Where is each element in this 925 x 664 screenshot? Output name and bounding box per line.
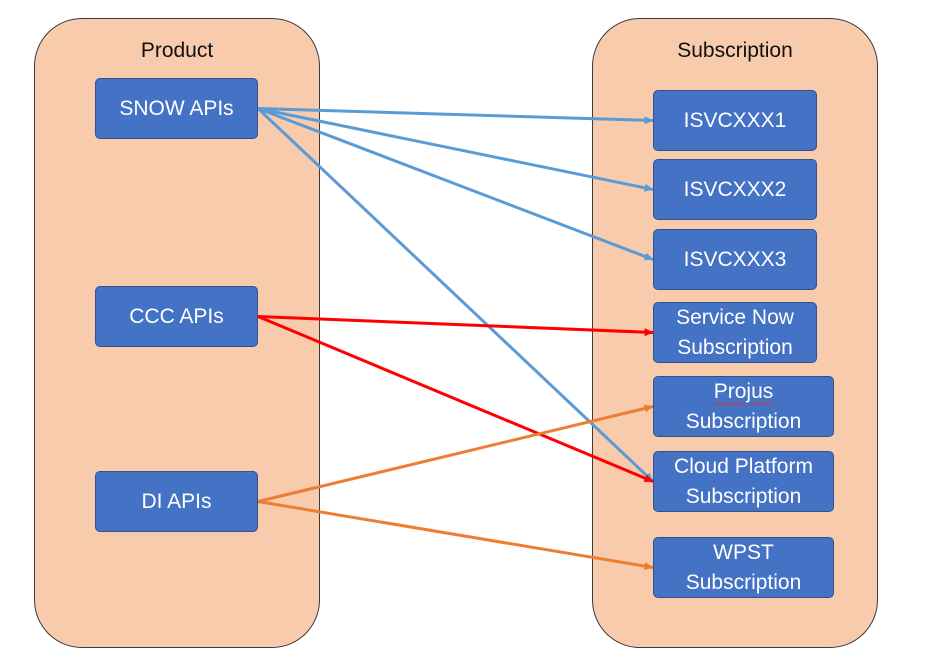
subscription-box-label: ISVCXXX2 xyxy=(683,177,787,201)
subscription-box-cloud-platform: Cloud Platform Subscription xyxy=(653,451,834,512)
subscription-box-isvcxxx3: ISVCXXX3 xyxy=(653,229,817,290)
subscription-box-label-line1: WPST xyxy=(713,541,774,565)
subscription-box-label-line2: Subscription xyxy=(685,570,802,594)
subscription-box-label-line1: Cloud Platform xyxy=(674,455,813,479)
subscription-box-projus: Projus Subscription xyxy=(653,376,834,437)
product-box-snow-apis: SNOW APIs xyxy=(95,78,258,139)
product-box-label: DI APIs xyxy=(141,489,212,513)
subscription-box-label: ISVCXXX3 xyxy=(683,247,787,271)
product-panel-title: Product xyxy=(140,39,214,62)
product-box-di-apis: DI APIs xyxy=(95,471,258,532)
product-box-label: SNOW APIs xyxy=(119,96,234,120)
subscription-box-isvcxxx2: ISVCXXX2 xyxy=(653,159,817,220)
subscription-box-label-line2: Subscription xyxy=(677,335,793,359)
subscription-box-label-line2: Subscription xyxy=(685,484,802,508)
subscription-panel-title: Subscription xyxy=(677,39,793,62)
subscription-box-label-line1: Projus xyxy=(713,380,774,404)
subscription-box-wpst: WPST Subscription xyxy=(653,537,834,598)
subscription-box-service-now: Service Now Subscription xyxy=(653,302,817,363)
subscription-box-isvcxxx1: ISVCXXX1 xyxy=(653,90,817,151)
subscription-box-label-line2: Subscription xyxy=(685,409,802,433)
subscription-box-label: ISVCXXX1 xyxy=(683,108,787,132)
product-box-ccc-apis: CCC APIs xyxy=(95,286,258,347)
subscription-box-label-line1: Service Now xyxy=(676,306,794,330)
product-box-label: CCC APIs xyxy=(129,304,224,328)
